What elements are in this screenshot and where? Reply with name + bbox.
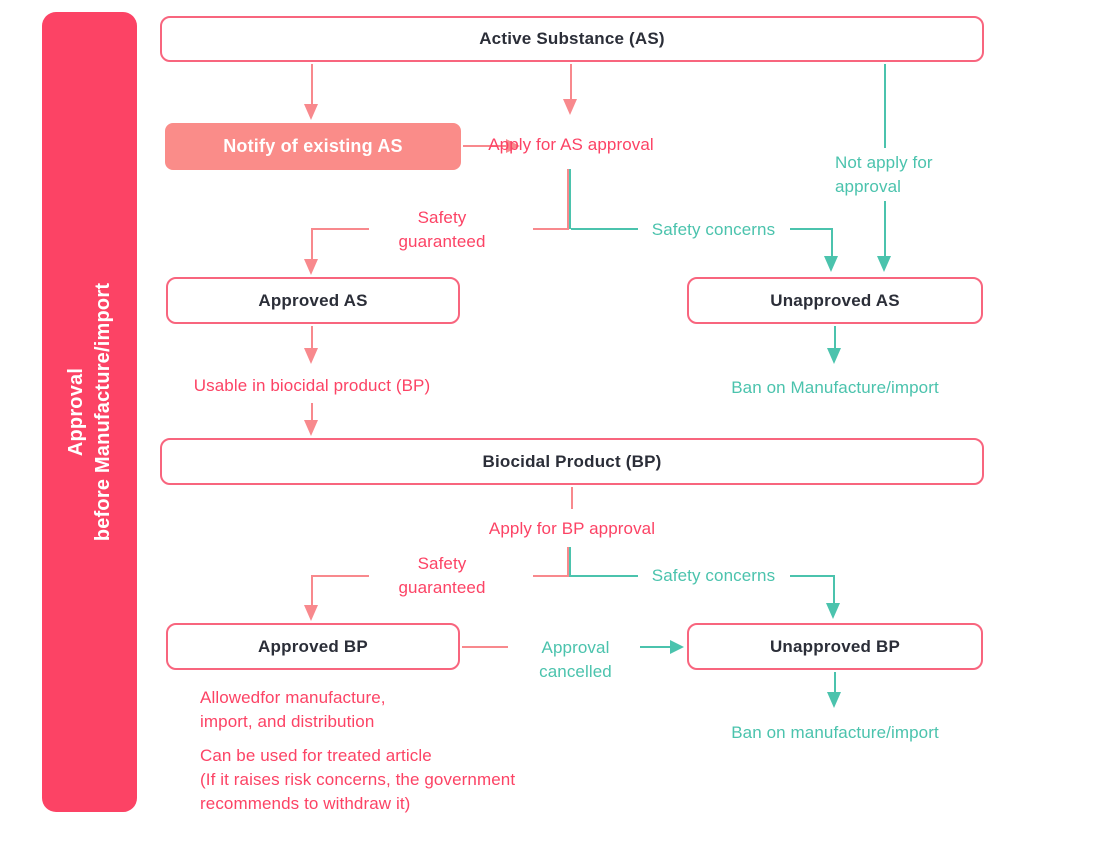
note-allowed-line1: Allowedfor manufacture, [200, 688, 386, 707]
note-treated-line2: (If it raises risk concerns, the governm… [200, 770, 516, 789]
connector-safety-guaranteed-bp-left [311, 575, 369, 577]
node-biocidal-product-label: Biocidal Product (BP) [482, 451, 662, 471]
arrow-down-unapproved-as-to-ban-icon [827, 348, 841, 364]
node-unapproved-bp: Unapproved BP [687, 623, 983, 670]
connector-safety-guaranteed-as-right [533, 228, 569, 230]
node-unapproved-as-label: Unapproved AS [770, 290, 900, 310]
side-banner: Approval before Manufacture/import [42, 12, 137, 812]
arrow-down-notapply-to-unapproved-as-icon [877, 256, 891, 272]
label-approval-cancelled-line2: cancelled [539, 662, 612, 681]
connector-as-to-notify-line [311, 64, 313, 106]
connector-safety-guaranteed-as-left [311, 228, 369, 230]
arrow-down-as-to-apply-icon [563, 99, 577, 115]
arrow-right-cancelled-to-unapproved-bp-icon [670, 640, 684, 654]
node-notify-existing-as: Notify of existing AS [165, 123, 461, 170]
label-approval-cancelled: Approval cancelled [523, 636, 628, 684]
label-safety-concerns-as: Safety concerns [651, 220, 776, 239]
connector-unapproved-bp-down-line [834, 672, 836, 692]
connector-notapply-down-line [884, 201, 886, 256]
label-ban-manufacture-import-as: Ban on Manufacture/import [731, 378, 939, 397]
arrow-down-approved-as-to-usable-icon [304, 348, 318, 364]
node-approved-bp-label: Approved BP [258, 636, 368, 656]
connector-unapproved-as-down-line [834, 326, 836, 348]
connector-safety-concerns-bp-left [571, 575, 638, 577]
connector-approved-bp-to-cancelled-line [462, 646, 508, 648]
note-allowed-line2: import, and distribution [200, 712, 375, 731]
node-notify-existing-as-label: Notify of existing AS [223, 136, 403, 156]
connector-safety-guaranteed-bp-right [533, 575, 569, 577]
label-safety-concerns-bp: Safety concerns [651, 566, 776, 585]
label-safety-guaranteed-as: Safety guaranteed [382, 206, 502, 254]
node-approved-as-label: Approved AS [258, 290, 368, 310]
label-apply-bp-approval: Apply for BP approval [488, 519, 656, 538]
label-not-apply-for-approval: Not apply for approval [835, 151, 965, 199]
note-treated-line1: Can be used for treated article [200, 746, 432, 765]
label-approval-cancelled-line1: Approval [541, 638, 610, 657]
side-banner-line2: before Manufacture/import [91, 282, 114, 542]
side-banner-line1: Approval [64, 367, 87, 457]
node-unapproved-as: Unapproved AS [687, 277, 983, 324]
label-safety-guaranteed-as-line2: guaranteed [398, 232, 486, 251]
arrow-down-to-approved-as-icon [304, 259, 318, 275]
note-treated-line3: recommends to withdraw it) [200, 794, 411, 813]
label-not-apply-line1: Not apply for [835, 153, 933, 172]
arrow-down-to-approved-bp-icon [304, 605, 318, 621]
node-approved-bp: Approved BP [166, 623, 460, 670]
connector-apply-bp-split-teal [569, 547, 571, 577]
arrow-down-concerns-to-unapproved-as-icon [824, 256, 838, 272]
connector-safety-guaranteed-as-down [311, 228, 313, 259]
connector-approved-as-down-line [311, 326, 313, 348]
connector-safety-concerns-bp-right [790, 575, 835, 577]
label-apply-as-approval: Apply for AS approval [488, 135, 654, 154]
arrow-down-usable-to-bp-icon [304, 420, 318, 436]
arrow-right-notify-to-apply-icon [506, 139, 520, 153]
node-active-substance-label: Active Substance (AS) [479, 29, 665, 48]
connector-cancelled-to-unapproved-bp-line [640, 646, 670, 648]
connector-bp-to-apply-line [571, 487, 573, 509]
connector-safety-concerns-bp-down [833, 575, 835, 603]
connector-apply-as-split-teal [569, 169, 571, 229]
label-safety-guaranteed-bp-line2: guaranteed [398, 578, 486, 597]
connector-safety-guaranteed-bp-down [311, 575, 313, 605]
connector-usable-to-bp-line [311, 403, 313, 420]
label-not-apply-line2: approval [835, 177, 902, 196]
note-approved-bp-allowed: Allowedfor manufacture, import, and dist… [200, 686, 500, 734]
connector-safety-concerns-as-right [790, 228, 833, 230]
connector-apply-as-split-pink [567, 169, 569, 229]
label-safety-guaranteed-bp: Safety guaranteed [382, 552, 502, 600]
connector-apply-bp-split-pink [567, 547, 569, 577]
label-safety-guaranteed-bp-line1: Safety [417, 554, 467, 573]
label-ban-manufacture-import-bp: Ban on manufacture/import [731, 723, 939, 742]
connector-as-to-notapply-line [884, 64, 886, 148]
arrow-down-unapproved-bp-to-ban-icon [827, 692, 841, 708]
connector-safety-concerns-as-down [831, 228, 833, 256]
note-approved-bp-treated-article: Can be used for treated article (If it r… [200, 744, 600, 816]
node-active-substance: Active Substance (AS) [160, 16, 984, 62]
label-usable-in-bp: Usable in biocidal product (BP) [193, 376, 431, 395]
arrow-down-concerns-to-unapproved-bp-icon [826, 603, 840, 619]
node-unapproved-bp-label: Unapproved BP [769, 636, 901, 656]
connector-as-to-apply-line [570, 64, 572, 100]
arrow-down-as-to-notify-icon [304, 104, 318, 120]
connector-safety-concerns-as-left [571, 228, 638, 230]
side-banner-label: Approval before Manufacture/import [63, 283, 117, 541]
node-biocidal-product: Biocidal Product (BP) [160, 438, 984, 485]
label-safety-guaranteed-as-line1: Safety [417, 208, 467, 227]
connector-notify-to-apply-line [463, 145, 506, 147]
node-approved-as: Approved AS [166, 277, 460, 324]
